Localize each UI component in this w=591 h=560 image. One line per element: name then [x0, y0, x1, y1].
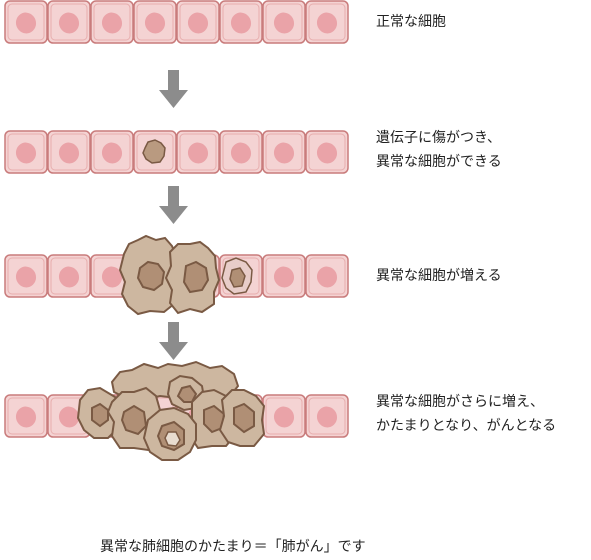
tumor-mass	[76, 360, 266, 461]
stage-3-label: 異常な細胞が増える	[376, 264, 502, 288]
stage-2-label-line-1: 遺伝子に傷がつき、	[376, 130, 502, 146]
stage-2-label-line-2: 異常な細胞ができる	[376, 154, 502, 170]
stage-4-label-line-2: かたまりとなり、がんとなる	[376, 418, 557, 434]
down-arrow-3	[159, 322, 188, 360]
caption: 異常な肺細胞のかたまり＝「肺がん」です	[100, 539, 366, 555]
abnormal-cell-single	[133, 130, 177, 174]
stage-1-label: 正常な細胞	[376, 10, 446, 34]
down-arrow-2	[159, 186, 188, 224]
stage-2-cells	[4, 130, 349, 174]
stage-3-label-line-1: 異常な細胞が増える	[376, 268, 502, 284]
stage-1-label-line-1: 正常な細胞	[376, 14, 446, 30]
down-arrow-1	[159, 70, 188, 108]
abnormal-cell-cluster-small	[118, 234, 253, 316]
stage-1-normal-cells	[4, 0, 349, 44]
stage-4-label: 異常な細胞がさらに増え、 かたまりとなり、がんとなる	[376, 390, 556, 438]
stage-3-cells	[4, 234, 349, 316]
stage-4-cells	[4, 360, 349, 461]
stage-2-label: 遺伝子に傷がつき、 異常な細胞ができる	[376, 126, 502, 174]
stage-4-label-line-1: 異常な細胞がさらに増え、	[376, 394, 544, 410]
